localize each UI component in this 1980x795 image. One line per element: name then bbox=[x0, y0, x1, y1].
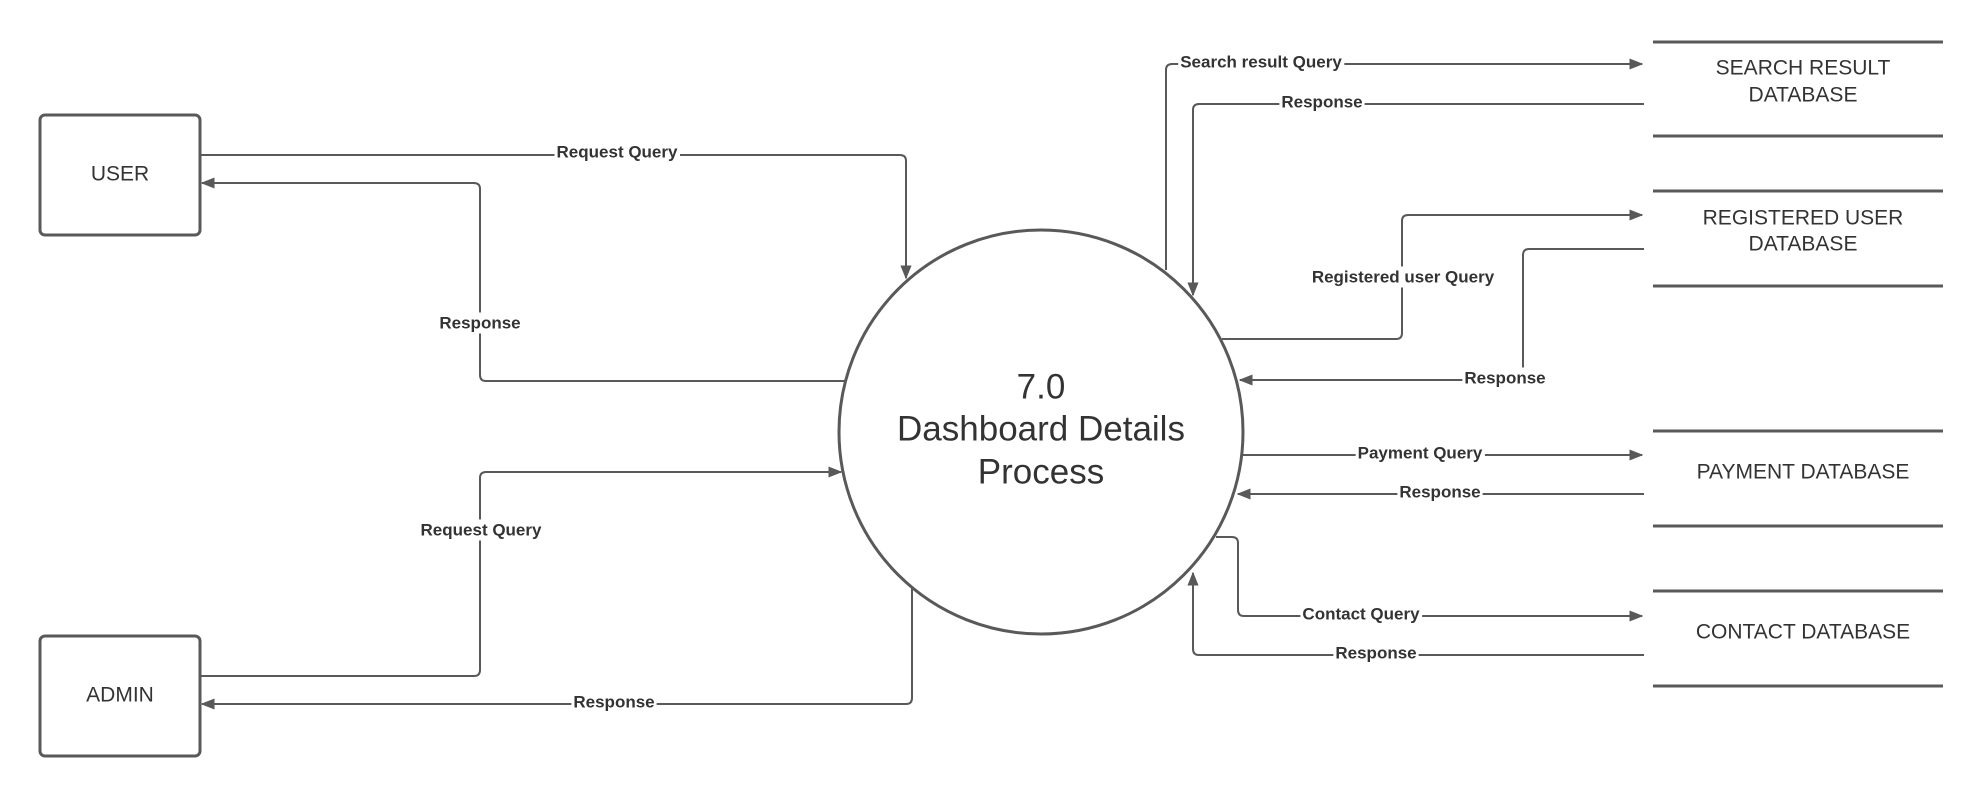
search-response-flow bbox=[1187, 103, 1644, 297]
search-response-label: Response bbox=[1279, 91, 1365, 113]
registered-user-database: REGISTERED USER DATABASE bbox=[1653, 189, 1943, 288]
svg-text:Request Query: Request Query bbox=[557, 142, 678, 161]
dashboard-details-process: 7.0 Dashboard Details Process bbox=[837, 228, 1245, 636]
payment-response-label: Response bbox=[1397, 481, 1483, 503]
contact-database: CONTACT DATABASE bbox=[1653, 589, 1943, 688]
search-query-label: Search result Query bbox=[1178, 51, 1345, 73]
process-name-line2: Process bbox=[978, 452, 1104, 491]
process-name-line1: Dashboard Details bbox=[897, 409, 1185, 448]
user-entity-label: USER bbox=[91, 163, 149, 186]
contact-database-label: CONTACT DATABASE bbox=[1696, 621, 1910, 644]
contact-response-label: Response bbox=[1333, 642, 1419, 664]
registered-user-database-label-2: DATABASE bbox=[1749, 233, 1858, 256]
search-result-database-label-2: DATABASE bbox=[1749, 84, 1858, 107]
user-request-label: Request Query bbox=[554, 141, 681, 163]
process-number: 7.0 bbox=[1017, 367, 1066, 406]
registered-response-label: Response bbox=[1462, 367, 1548, 389]
search-result-database: SEARCH RESULT DATABASE bbox=[1653, 40, 1943, 138]
svg-text:Request Query: Request Query bbox=[421, 520, 542, 539]
svg-text:Response: Response bbox=[439, 313, 520, 332]
svg-text:Response: Response bbox=[573, 692, 654, 711]
payment-database: PAYMENT DATABASE bbox=[1653, 429, 1943, 528]
svg-text:Payment Query: Payment Query bbox=[1358, 443, 1483, 462]
svg-text:Response: Response bbox=[1335, 643, 1416, 662]
user-entity: USER bbox=[38, 113, 202, 237]
admin-request-flow bbox=[200, 466, 843, 677]
registered-user-database-label-1: REGISTERED USER bbox=[1703, 207, 1904, 230]
user-request-flow bbox=[200, 154, 912, 280]
svg-text:Contact Query: Contact Query bbox=[1302, 604, 1420, 623]
search-result-database-label-1: SEARCH RESULT bbox=[1716, 57, 1891, 80]
svg-text:Registered user Query: Registered user Query bbox=[1312, 267, 1495, 286]
svg-text:Response: Response bbox=[1399, 482, 1480, 501]
user-response-label: Response bbox=[437, 312, 523, 334]
admin-request-label: Request Query bbox=[418, 519, 545, 541]
svg-text:Response: Response bbox=[1281, 92, 1362, 111]
contact-query-label: Contact Query bbox=[1300, 603, 1423, 625]
search-query-flow bbox=[1165, 58, 1644, 270]
svg-text:Search result Query: Search result Query bbox=[1180, 52, 1342, 71]
svg-text:Response: Response bbox=[1464, 368, 1545, 387]
admin-response-flow bbox=[200, 588, 913, 710]
payment-query-label: Payment Query bbox=[1355, 442, 1485, 464]
admin-entity-label: ADMIN bbox=[86, 684, 154, 707]
contact-query-flow bbox=[1216, 536, 1644, 622]
payment-database-label: PAYMENT DATABASE bbox=[1697, 461, 1910, 484]
admin-response-label: Response bbox=[571, 691, 657, 713]
user-response-flow bbox=[200, 177, 846, 382]
admin-entity: ADMIN bbox=[38, 634, 202, 758]
registered-query-label: Registered user Query bbox=[1309, 266, 1497, 288]
contact-response-flow bbox=[1187, 571, 1644, 656]
